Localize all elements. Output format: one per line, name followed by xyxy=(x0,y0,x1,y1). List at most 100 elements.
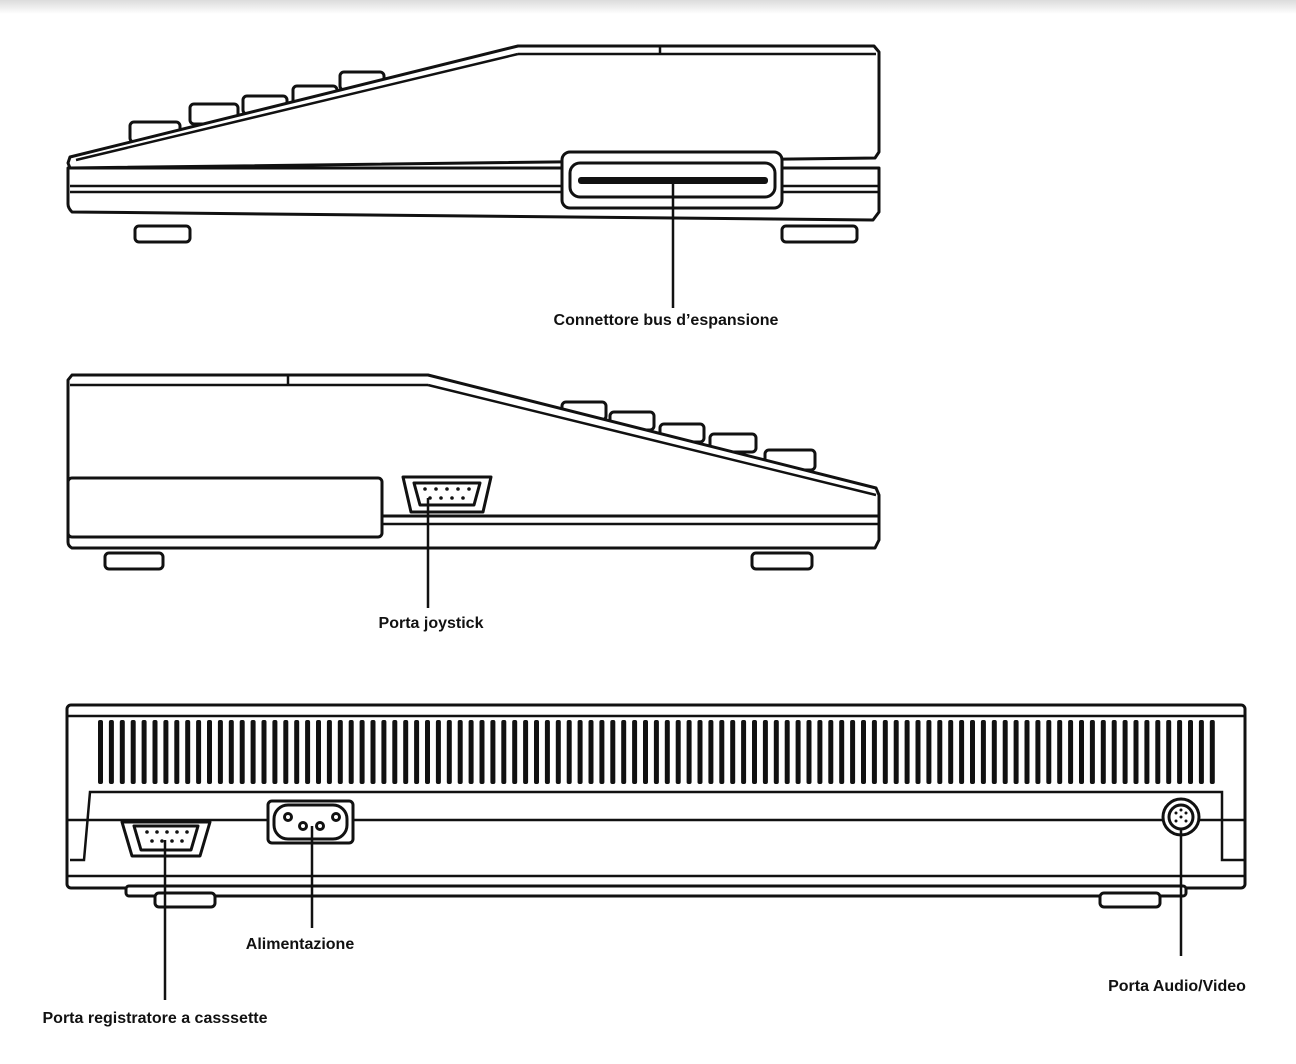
vent-slot xyxy=(479,720,485,784)
vent-slot xyxy=(348,720,354,784)
vent-slot xyxy=(523,720,529,784)
vent-slot xyxy=(381,720,387,784)
side-view-left xyxy=(66,373,881,608)
vent-slot xyxy=(610,720,616,784)
vent-slot xyxy=(1079,720,1084,784)
vent-slot xyxy=(425,720,430,784)
vent-slot xyxy=(326,720,332,784)
vent-slot xyxy=(1111,720,1117,784)
vent-slot xyxy=(795,720,801,784)
vent-slot xyxy=(1068,720,1074,784)
label-audio-video-port: Porta Audio/Video xyxy=(1108,978,1246,995)
vent-slot xyxy=(980,720,986,784)
vent-slot xyxy=(185,720,191,784)
vent-slot xyxy=(664,720,670,784)
vent-slot xyxy=(599,720,605,784)
vent-slot xyxy=(1188,720,1193,784)
vent-slot xyxy=(1057,720,1063,784)
vent-slot xyxy=(817,720,823,784)
vent-slot xyxy=(305,720,311,784)
vent-slot xyxy=(773,720,779,784)
vent-slot xyxy=(784,720,790,784)
vent-slot xyxy=(261,720,267,784)
vent-slot xyxy=(1122,720,1128,784)
vent-slot xyxy=(414,720,420,784)
vent-slot xyxy=(544,720,550,784)
vent-slot xyxy=(970,720,975,784)
vent-slot xyxy=(1013,720,1019,784)
vent-slot xyxy=(882,720,888,784)
vent-grille xyxy=(98,720,1215,784)
vent-slot xyxy=(98,720,103,784)
label-joystick-port: Porta joystick xyxy=(378,615,484,632)
vent-slot xyxy=(1166,720,1172,784)
vent-slot xyxy=(577,720,583,784)
vent-slot xyxy=(163,720,169,784)
vent-slot xyxy=(196,720,202,784)
vent-slot xyxy=(762,720,768,784)
vent-slot xyxy=(1089,720,1095,784)
vent-slot xyxy=(1035,720,1041,784)
vent-slot xyxy=(1046,720,1052,784)
vent-slot xyxy=(501,720,507,784)
vent-slot xyxy=(926,720,932,784)
vent-slot xyxy=(915,720,921,784)
vent-slot xyxy=(1155,720,1161,784)
vent-slot xyxy=(937,720,943,784)
vent-slot xyxy=(207,720,212,784)
vent-slot xyxy=(283,720,289,784)
vent-slot xyxy=(828,720,834,784)
vent-slot xyxy=(752,720,757,784)
vent-slot xyxy=(861,720,866,784)
vent-slot xyxy=(675,720,681,784)
vent-slot xyxy=(130,720,136,784)
vent-slot xyxy=(839,720,845,784)
vent-slot xyxy=(316,720,321,784)
vent-slot xyxy=(871,720,877,784)
rear-view xyxy=(65,703,1247,1000)
vent-slot xyxy=(294,720,300,784)
vent-slot xyxy=(948,720,954,784)
vent-slot xyxy=(850,720,856,784)
vent-slot xyxy=(370,720,376,784)
vent-slot xyxy=(108,720,114,784)
vent-slot xyxy=(392,720,398,784)
vent-slot xyxy=(534,720,539,784)
vent-slot xyxy=(632,720,638,784)
vent-slot xyxy=(621,720,627,784)
vent-slot xyxy=(250,720,256,784)
vent-slot xyxy=(741,720,747,784)
top-shadow xyxy=(0,0,1296,14)
vent-slot xyxy=(119,720,125,784)
vent-slot xyxy=(893,720,899,784)
vent-slot xyxy=(228,720,234,784)
vent-slot xyxy=(174,720,180,784)
vent-slot xyxy=(490,720,496,784)
vent-slot xyxy=(806,720,812,784)
vent-slot xyxy=(1100,720,1106,784)
vent-slot xyxy=(217,720,223,784)
vent-slot xyxy=(141,720,147,784)
vent-slot xyxy=(446,720,452,784)
side-view-right xyxy=(66,44,881,308)
label-power: Alimentazione xyxy=(245,936,355,953)
vent-slot xyxy=(643,720,648,784)
vent-slot xyxy=(1133,720,1139,784)
foot xyxy=(133,224,192,244)
foot xyxy=(780,224,859,244)
vent-slot xyxy=(1024,720,1030,784)
vent-slot xyxy=(239,720,245,784)
vent-slot xyxy=(991,720,997,784)
vent-slot xyxy=(686,720,692,784)
vent-slot xyxy=(152,720,158,784)
vent-slot xyxy=(719,720,725,784)
vent-slot xyxy=(588,720,594,784)
vent-slot xyxy=(435,720,441,784)
vent-slot xyxy=(708,720,714,784)
vent-slot xyxy=(359,720,365,784)
vent-slot xyxy=(697,720,703,784)
vent-slot xyxy=(457,720,463,784)
label-cassette-port: Porta registratore a casssette xyxy=(42,1010,268,1027)
vent-slot xyxy=(468,720,474,784)
